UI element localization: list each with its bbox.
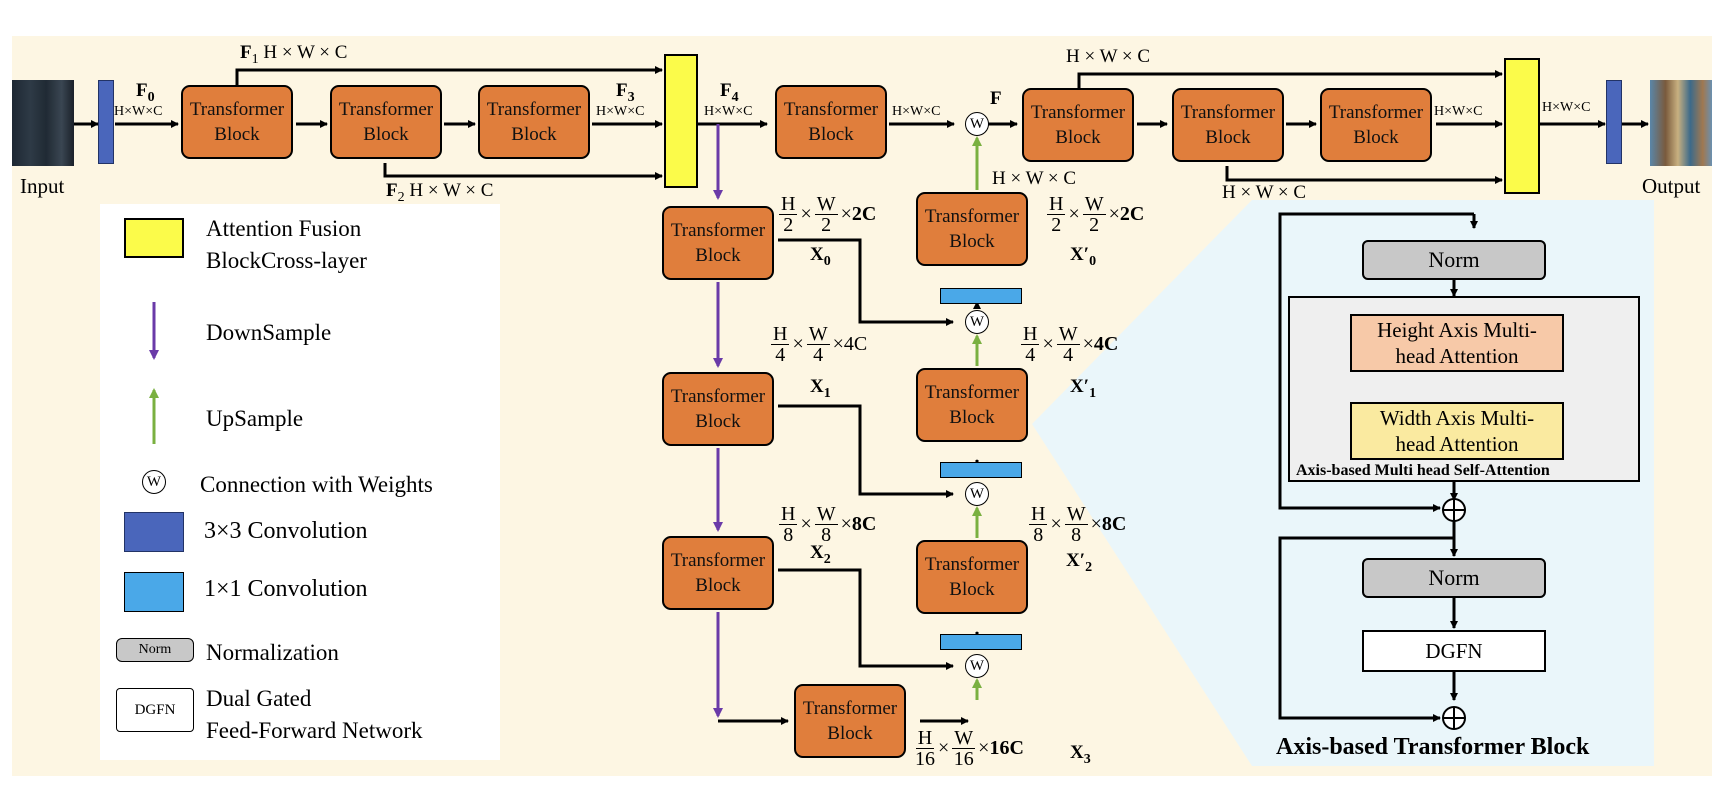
- legend-weight-icon: W: [142, 470, 166, 494]
- width-axis-attention: Width Axis Multi-head Attention: [1350, 402, 1564, 460]
- label-dim-F3: H×W×C: [596, 104, 645, 119]
- output-conv3: [1606, 80, 1622, 164]
- legend-dgfn-box: DGFN: [116, 688, 194, 732]
- legend-downsample-label: DownSample: [206, 320, 332, 345]
- input-conv3: [98, 80, 114, 164]
- legend-norm-label: Normalization: [206, 640, 339, 665]
- weight-node-1: W: [965, 310, 989, 334]
- detail-title: Axis-based Transformer Block: [1276, 734, 1590, 760]
- label-F4: F4: [720, 80, 739, 105]
- label-dim-block4: H×W×C: [892, 104, 941, 119]
- label-F3: F3: [616, 80, 635, 105]
- up-conv1-3: [940, 634, 1022, 650]
- legend-upsample-label: UpSample: [206, 406, 304, 431]
- detail-norm-1: Norm: [1362, 240, 1546, 280]
- weight-node-3: W: [965, 654, 989, 678]
- legend-conv1-label: 1×1 Convolution: [204, 576, 368, 602]
- output-label: Output: [1642, 174, 1701, 198]
- up-conv1-2: [940, 462, 1022, 478]
- label-X1: X1: [810, 376, 831, 401]
- legend-dgfn-line2: Feed-Forward Network: [206, 718, 423, 743]
- detail-dgfn: DGFN: [1362, 630, 1546, 672]
- label-dim-lower: H × W × C: [1222, 182, 1307, 203]
- label-X0-prime: X′0: [1070, 244, 1097, 269]
- label-X2-prime: X′2: [1066, 550, 1093, 575]
- input-label: Input: [20, 174, 65, 198]
- label-X1-prime: X′1: [1070, 376, 1097, 401]
- label-dim-block7: H×W×C: [1434, 104, 1483, 119]
- legend-dgfn-line1: Dual Gated: [206, 686, 312, 711]
- legend-conv1-swatch: [124, 572, 184, 612]
- weight-node-top: W: [965, 112, 989, 136]
- msa-label: Axis-based Multi head Self-Attention: [1296, 462, 1550, 479]
- label-F0: F0: [136, 80, 155, 105]
- label-X2: X2: [810, 542, 831, 567]
- label-dim-input: H×W×C: [114, 104, 163, 119]
- legend-weights-label: Connection with Weights: [200, 472, 433, 497]
- legend-fusion-swatch: [124, 218, 184, 258]
- legend-conv3-swatch: [124, 512, 184, 552]
- weight-node-2: W: [965, 482, 989, 506]
- legend-fusion-line2: BlockCross-layer: [206, 248, 367, 273]
- detail-norm-2: Norm: [1362, 558, 1546, 598]
- label-F: F: [990, 88, 1002, 109]
- input-image-icon: [12, 80, 74, 166]
- legend-fusion-line1: Attention Fusion: [206, 216, 362, 241]
- label-dim-output: H×W×C: [1542, 100, 1591, 115]
- label-F2: F2 H × W × C: [386, 180, 494, 205]
- attention-fusion-block-2: [1504, 58, 1540, 194]
- callout-wedge: [1032, 200, 1252, 766]
- label-dim-F4: H×W×C: [704, 104, 753, 119]
- label-X0: X0: [810, 244, 831, 269]
- legend-norm-box: Norm: [116, 638, 194, 662]
- legend-panel: [100, 204, 500, 760]
- label-dim-upper: H × W × C: [1066, 46, 1151, 67]
- residual-add-2: [1442, 706, 1466, 730]
- label-dim-decoder-top: H × W × C: [992, 168, 1077, 189]
- legend-conv3-label: 3×3 Convolution: [204, 518, 368, 544]
- label-X3: X3: [1070, 742, 1091, 767]
- up-conv1-1: [940, 288, 1022, 304]
- height-axis-attention: Height Axis Multi-head Attention: [1350, 314, 1564, 372]
- label-F1: F1 H × W × C: [240, 42, 348, 67]
- residual-add-1: [1442, 498, 1466, 522]
- attention-fusion-block-1: [664, 54, 698, 188]
- output-image-icon: [1650, 80, 1712, 166]
